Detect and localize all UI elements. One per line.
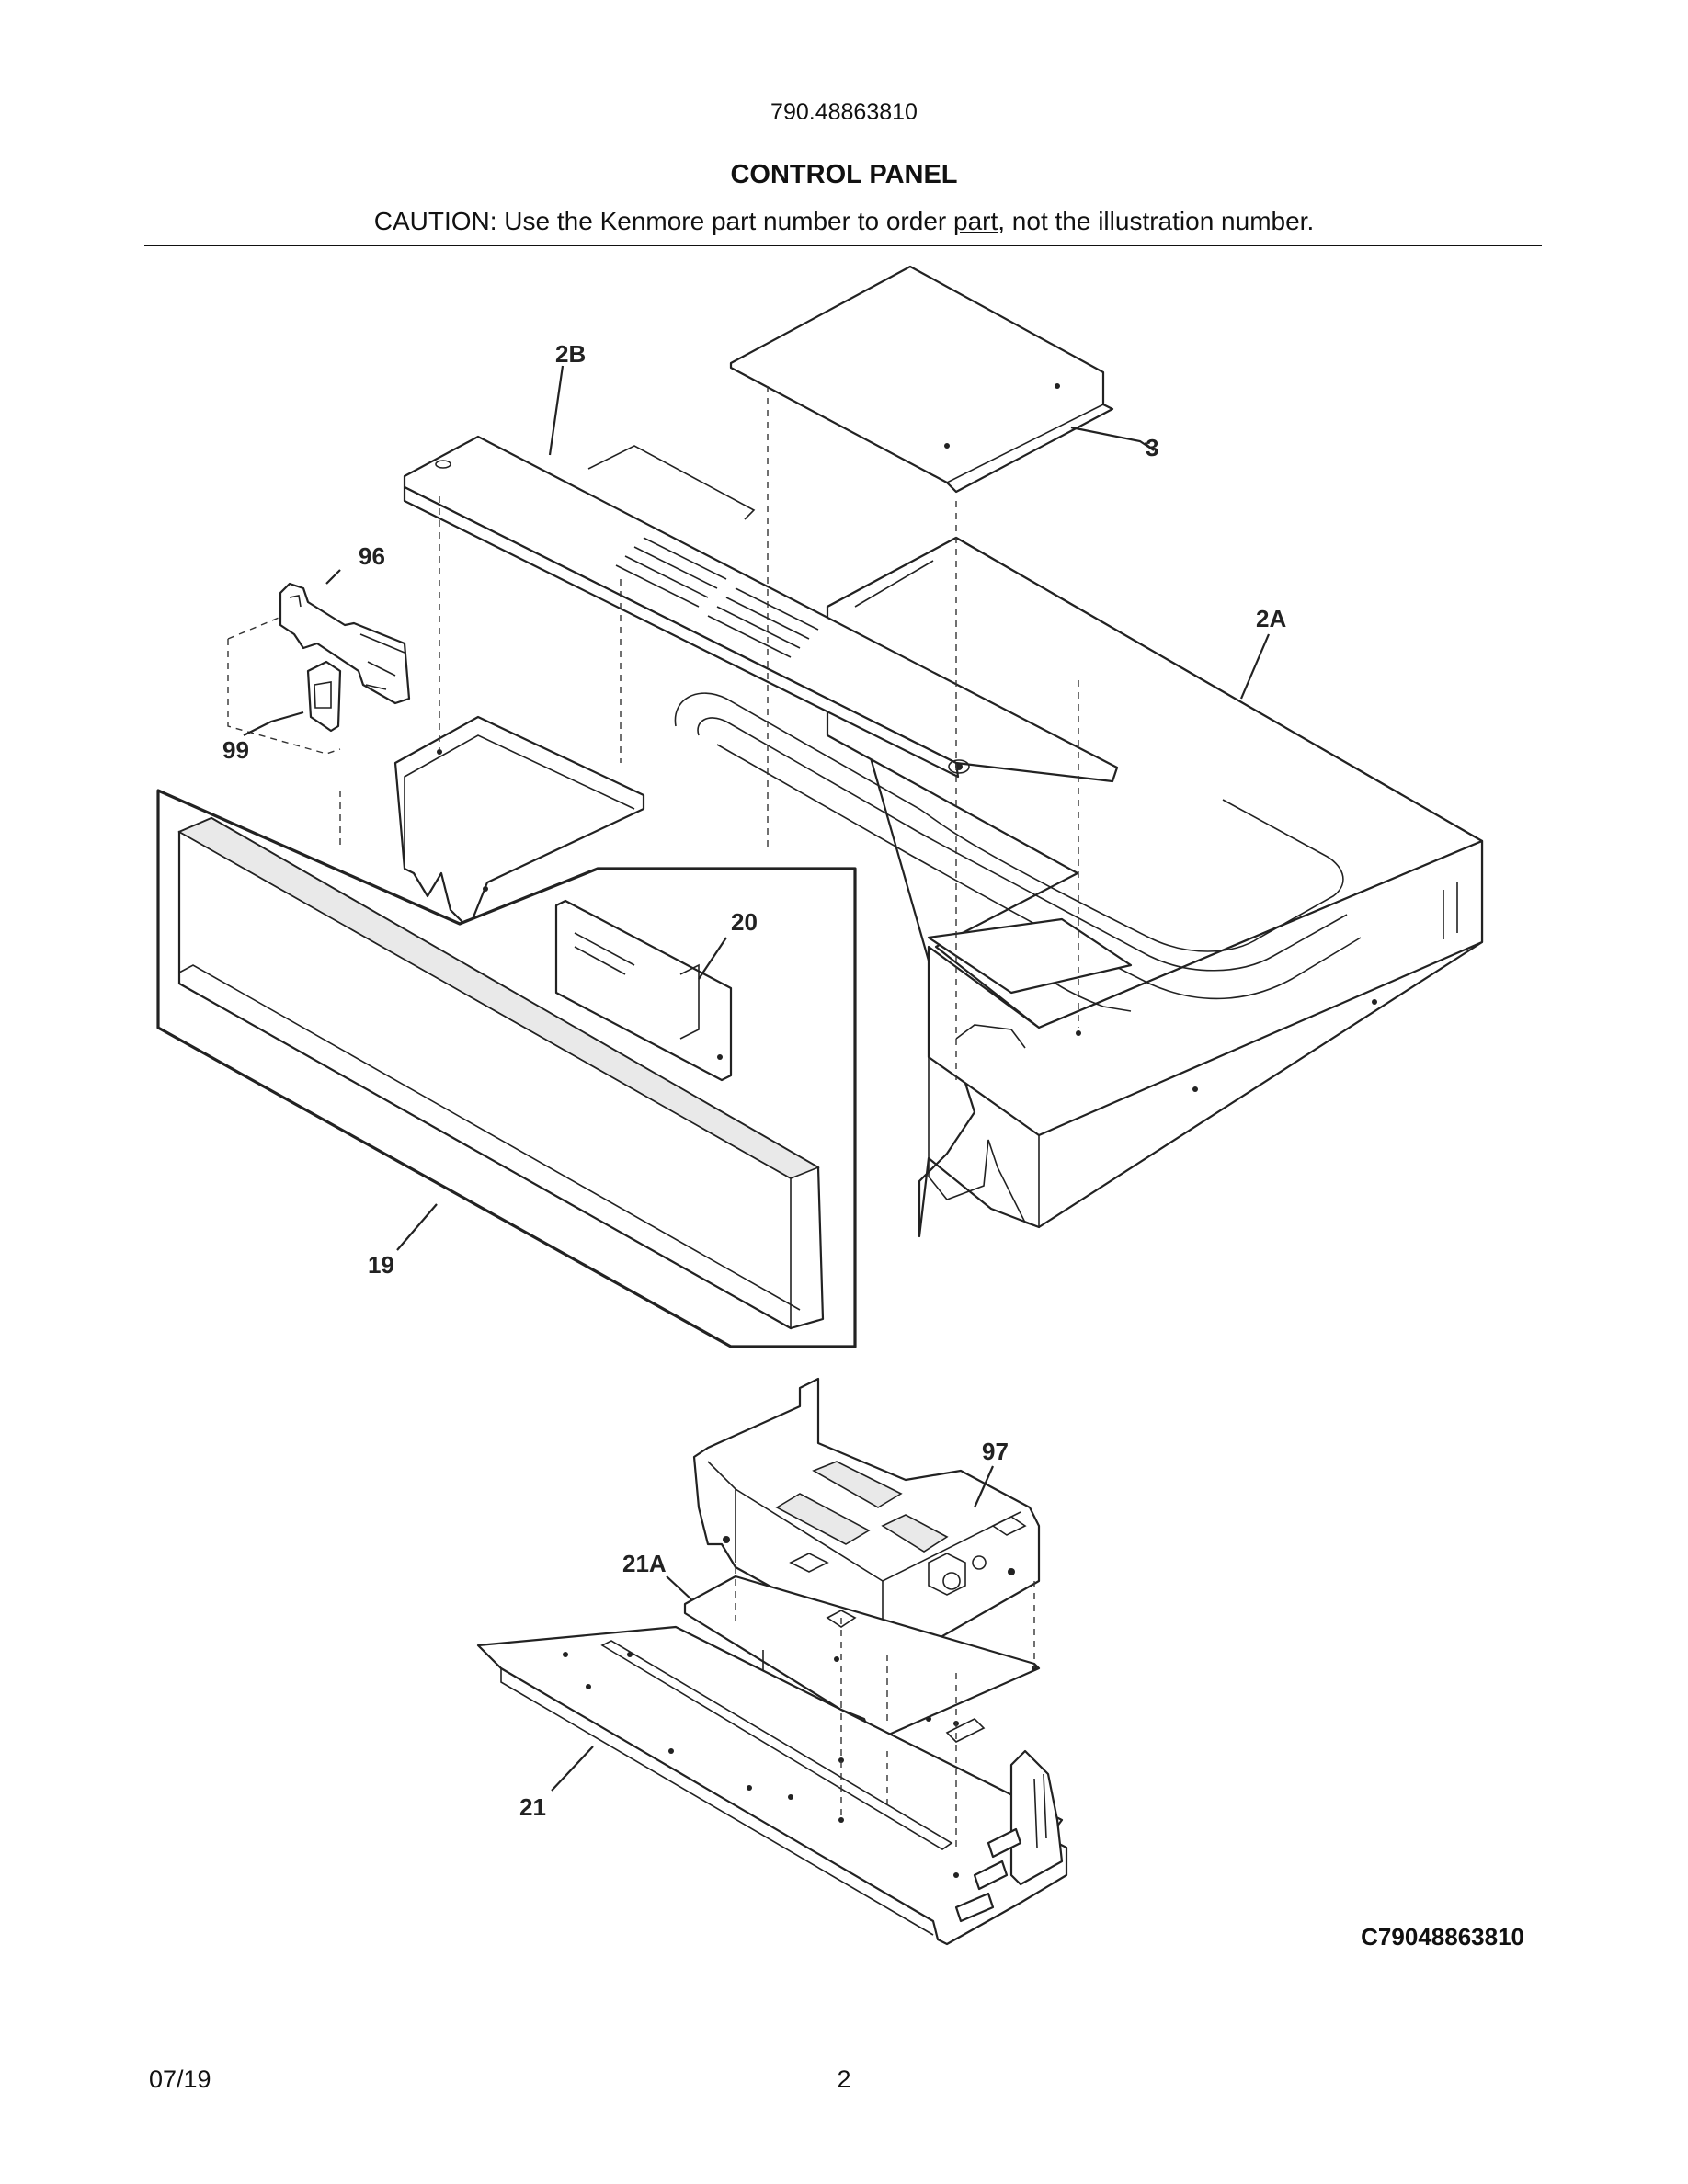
callout-2b: 2B [555,340,586,368]
callout-3: 3 [1146,434,1158,461]
callout-20: 20 [731,908,758,936]
page-title: CONTROL PANEL [730,160,958,189]
caution-suffix: , not the illustration number. [998,207,1315,235]
part-3-cover-plate [729,265,1114,494]
part-19-control-panel-face [177,816,825,1330]
header-divider [144,245,1542,246]
part-20-display-board [554,899,733,1082]
callout-96: 96 [359,542,385,570]
leader-lines [243,365,1271,1792]
part-99-small-clip [306,660,342,733]
callout-21: 21 [519,1793,546,1821]
footer-date: 07/19 [149,2065,211,2093]
callout-21a: 21A [622,1550,667,1577]
callout-99: 99 [222,736,249,764]
part-21-base-bracket [476,1625,1068,1946]
part-97-control-board [692,1377,1041,1656]
caution-underlined-word: part [953,207,998,235]
page-number: 2 [837,2065,851,2093]
callout-19: 19 [368,1251,394,1279]
lower-alignment-lines [735,1567,1035,1848]
part-2a-left-bracket [393,715,645,930]
caution-prefix: CAUTION: Use the Kenmore part number to … [373,207,953,235]
diagram-code: C79048863810 [1361,1923,1524,1951]
part-2b-trim-strip [403,435,1119,783]
caution-note: CAUTION: Use the Kenmore part number to … [0,207,1688,236]
callout-97: 97 [982,1438,1009,1465]
model-number: 790.48863810 [770,99,918,125]
part-96-clip-bracket [279,582,411,705]
callout-2a: 2A [1256,605,1286,632]
